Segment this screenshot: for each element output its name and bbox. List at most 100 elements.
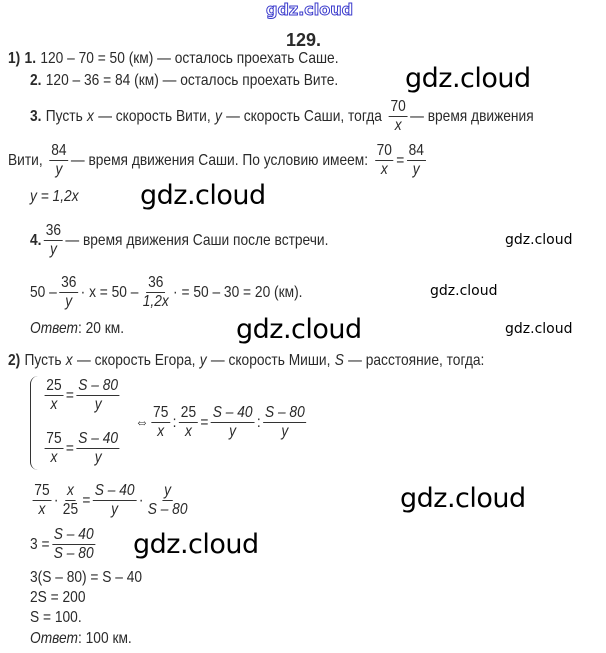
text: — время движения Саши. По условию имеем: bbox=[70, 151, 369, 169]
text: Пусть bbox=[45, 107, 83, 125]
numerator: S – 80 bbox=[76, 377, 120, 396]
denominator: 1,2x bbox=[142, 293, 169, 310]
denominator: 25 bbox=[62, 501, 79, 518]
answer-2: Ответ: 100 км. bbox=[30, 630, 132, 648]
text: — скорость Саши, тогда bbox=[226, 107, 382, 125]
expr: · = 50 – 30 = 20 (км). bbox=[173, 283, 303, 301]
answer-label: Ответ bbox=[30, 630, 79, 647]
answer-value: : 100 км. bbox=[78, 630, 132, 647]
result-y: y = 1,2x bbox=[30, 188, 79, 205]
numerator: 70 bbox=[374, 142, 394, 161]
equals: = bbox=[65, 386, 74, 404]
numerator: 84 bbox=[406, 142, 426, 161]
part-label: 1) bbox=[8, 50, 21, 67]
numerator: x bbox=[65, 482, 76, 501]
text: — время движения Саши после встречи. bbox=[65, 231, 329, 249]
watermark: gdz.cloud bbox=[236, 314, 362, 345]
watermark-top: gdz.cloud bbox=[265, 0, 354, 19]
var: x bbox=[87, 107, 94, 125]
text: Пусть bbox=[24, 352, 62, 369]
expr: 3 = bbox=[30, 535, 50, 553]
numerator: 25 bbox=[179, 404, 198, 423]
numerator: 70 bbox=[388, 98, 408, 117]
numerator: S – 40 bbox=[76, 430, 120, 449]
text: — время движения bbox=[410, 107, 534, 125]
denominator: y bbox=[55, 161, 63, 178]
denominator: x bbox=[50, 396, 58, 413]
denominator: x bbox=[157, 423, 165, 440]
step-2: 2. 120 – 36 = 84 (км) — осталось проехат… bbox=[30, 72, 338, 90]
var: x bbox=[65, 352, 73, 369]
denominator: x bbox=[394, 117, 402, 134]
numerator: 75 bbox=[44, 430, 64, 449]
dot: · bbox=[138, 491, 144, 509]
step-number: 3. bbox=[30, 107, 42, 125]
text: — скорость Егора, bbox=[76, 352, 196, 369]
denominator: x bbox=[38, 501, 46, 518]
text: — расстояние, тогда: bbox=[348, 352, 485, 369]
denominator: y bbox=[65, 293, 73, 310]
step-3-line-1: 3. Пусть x — скорость Вити, y — скорость… bbox=[30, 98, 534, 135]
system-brace bbox=[30, 376, 41, 470]
numerator: 36 bbox=[146, 274, 166, 293]
dot: · bbox=[53, 491, 59, 509]
step-text: 120 – 36 = 84 (км) — осталось проехать В… bbox=[45, 72, 339, 89]
divide: : bbox=[256, 413, 261, 431]
equals: = bbox=[396, 151, 405, 169]
var: S bbox=[334, 352, 344, 369]
numerator: S – 40 bbox=[52, 526, 96, 545]
numerator: y bbox=[162, 482, 173, 501]
denominator: S – 80 bbox=[147, 501, 188, 518]
watermark: gdz.cloud bbox=[140, 180, 266, 211]
var: y bbox=[199, 352, 207, 369]
text: — скорость Вити, bbox=[98, 107, 211, 125]
denominator: y bbox=[94, 449, 102, 466]
problem-number: 129. bbox=[286, 30, 322, 50]
numerator: S – 40 bbox=[211, 404, 255, 423]
equals: = bbox=[65, 439, 74, 457]
equation-line: S = 100. bbox=[30, 609, 82, 626]
equivalence-symbol: ⇔ bbox=[135, 413, 149, 431]
denominator: y bbox=[111, 501, 119, 518]
equation-line: 3(S – 80) = S – 40 bbox=[30, 569, 143, 586]
expr: · x = 50 – bbox=[80, 283, 139, 301]
watermark: gdz.cloud bbox=[505, 321, 573, 337]
step-number: 1. bbox=[24, 50, 37, 67]
expr: 50 – bbox=[30, 283, 57, 301]
watermark: gdz.cloud bbox=[405, 63, 531, 94]
numerator: 36 bbox=[59, 274, 79, 293]
equals: = bbox=[200, 413, 209, 431]
denominator: x bbox=[380, 161, 388, 178]
denominator: y bbox=[281, 423, 289, 440]
numerator: 84 bbox=[49, 142, 69, 161]
denominator: y bbox=[49, 241, 57, 258]
denominator: y bbox=[229, 423, 237, 440]
equals: = bbox=[82, 491, 91, 509]
text: — скорость Миши, bbox=[210, 352, 331, 369]
numerator: 36 bbox=[44, 222, 63, 241]
divide: : bbox=[172, 413, 177, 431]
step-number: 4. bbox=[30, 231, 42, 249]
